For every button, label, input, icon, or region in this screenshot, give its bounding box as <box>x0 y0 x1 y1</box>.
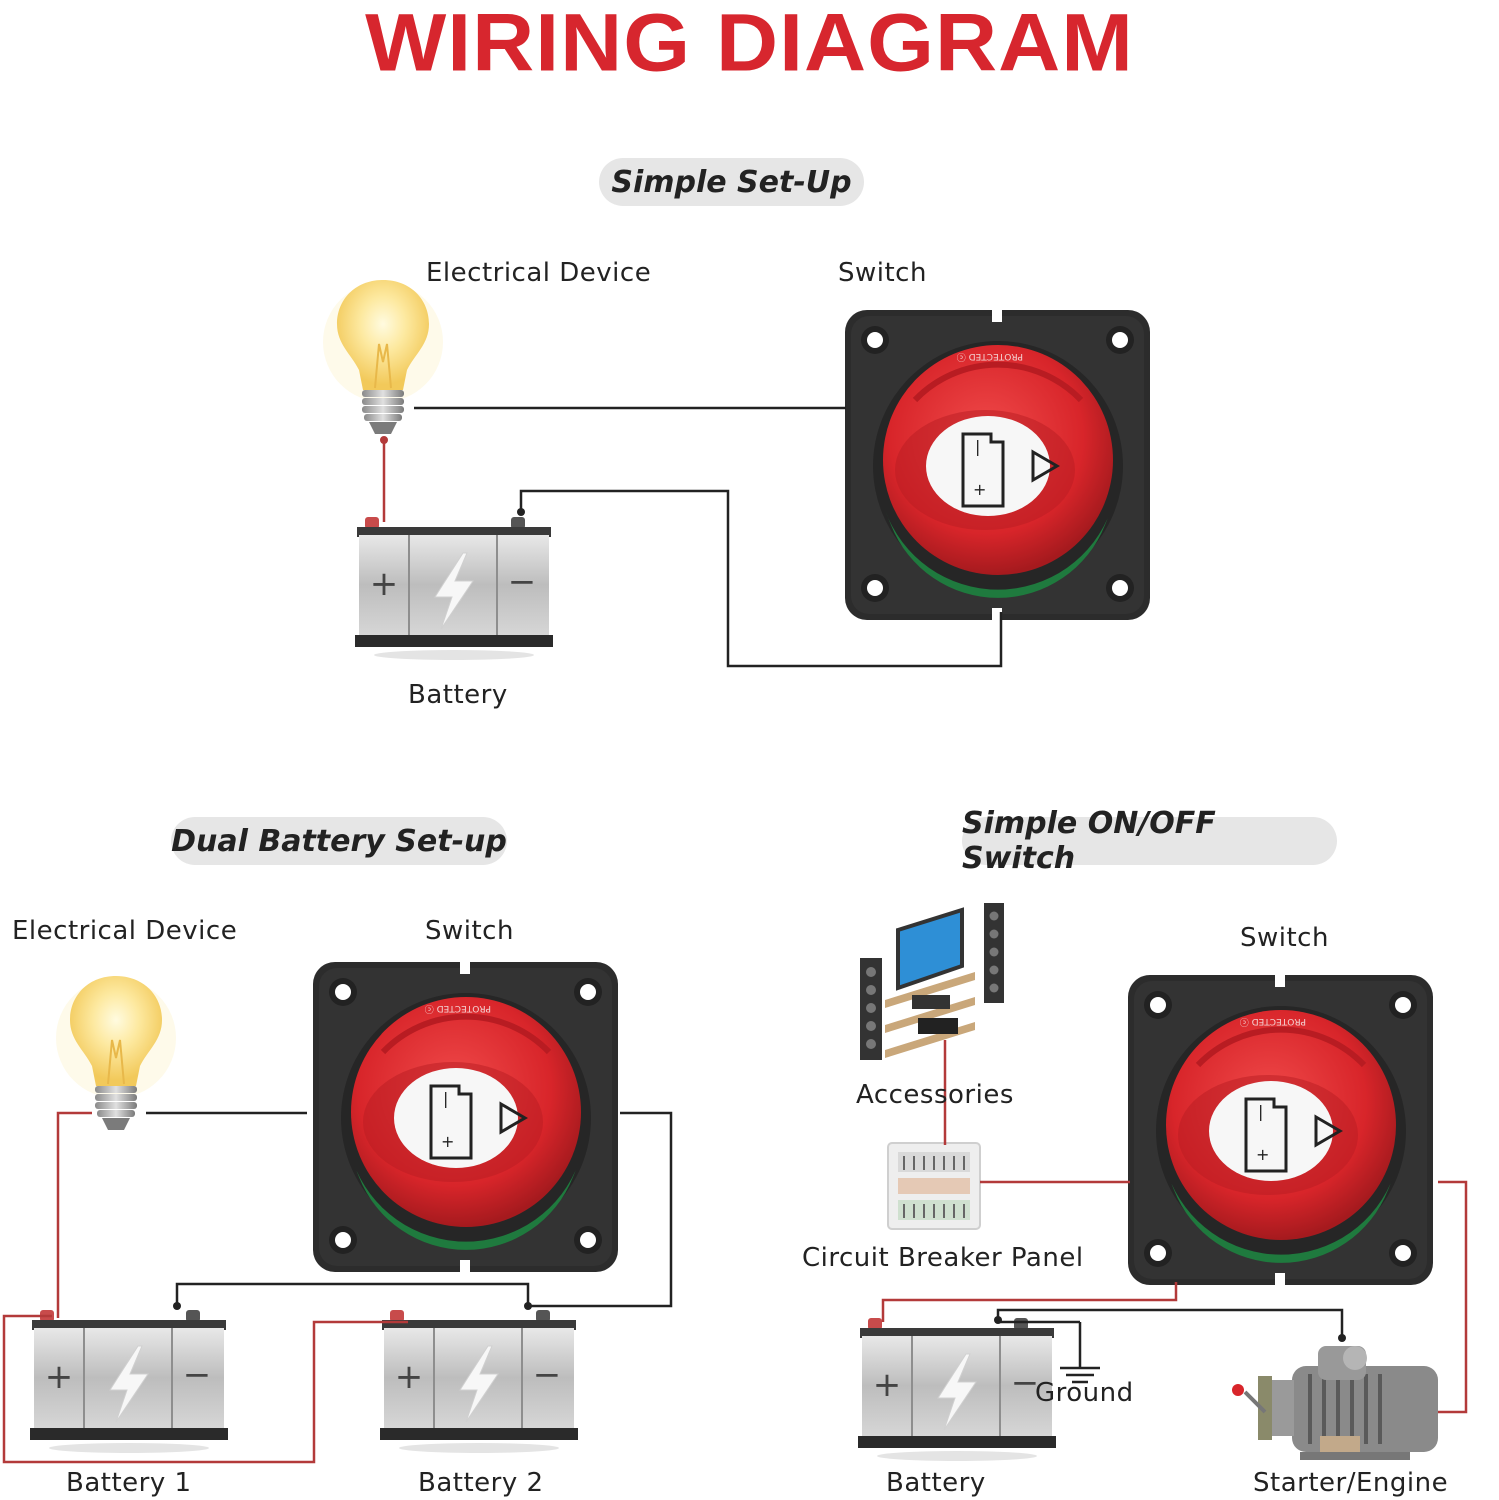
switch-label: Switch <box>838 258 927 288</box>
wire-battery1-positive-to-battery2-positive <box>2 1314 408 1464</box>
battery-switch-icon <box>1128 975 1433 1285</box>
wire-battery1-negative-to-battery2-negative <box>175 1282 530 1306</box>
battery-icon <box>857 1317 1057 1462</box>
electrical-device-label: Electrical Device <box>12 916 238 946</box>
wire-battery-negative-to-ground <box>996 1318 1080 1324</box>
battery-icon <box>354 516 554 661</box>
simple-setup-heading: Simple Set-Up <box>599 158 864 206</box>
onoff-switch-heading: Simple ON/OFF Switch <box>962 806 1337 876</box>
switch-label: Switch <box>425 916 514 946</box>
dual-battery-diagram <box>2 962 673 1464</box>
accessories-icon <box>860 903 1004 1060</box>
wire-switch-to-starter <box>1438 1180 1468 1414</box>
light-bulb-icon <box>322 279 444 435</box>
ground-symbol-icon <box>1060 1322 1100 1384</box>
wire-battery-negative-to-switch <box>519 489 1003 668</box>
wire-device-to-battery1-positive <box>56 1111 92 1318</box>
battery-2-label: Battery 2 <box>418 1468 544 1498</box>
ground-label: Ground <box>1035 1378 1134 1408</box>
starter-engine-icon <box>1232 1346 1438 1460</box>
wire-switch-to-battery-positive <box>881 1282 1178 1322</box>
battery-label: Battery <box>886 1468 986 1498</box>
wire-battery-negative-to-engine <box>996 1308 1344 1338</box>
battery-1-icon <box>29 1309 229 1454</box>
battery-switch-icon <box>845 310 1150 620</box>
battery-label: Battery <box>408 680 508 710</box>
dual-battery-heading: Dual Battery Set-up <box>171 817 507 865</box>
circuit-breaker-panel-label: Circuit Breaker Panel <box>802 1243 1084 1273</box>
starter-engine-label: Starter/Engine <box>1253 1468 1449 1498</box>
battery-2-icon <box>379 1309 579 1454</box>
switch-label: Switch <box>1240 923 1329 953</box>
onoff-switch-diagram <box>857 903 1468 1462</box>
light-bulb-icon <box>55 975 177 1131</box>
electrical-device-label: Electrical Device <box>426 258 652 288</box>
accessories-label: Accessories <box>856 1080 1014 1110</box>
wire-switch-to-battery2-negative <box>530 1111 673 1308</box>
simple-setup-diagram <box>322 279 1150 668</box>
page-title: WIRING DIAGRAM <box>365 0 1134 89</box>
circuit-breaker-panel-icon <box>887 1142 981 1230</box>
battery-1-label: Battery 1 <box>66 1468 192 1498</box>
battery-switch-icon <box>313 962 618 1272</box>
